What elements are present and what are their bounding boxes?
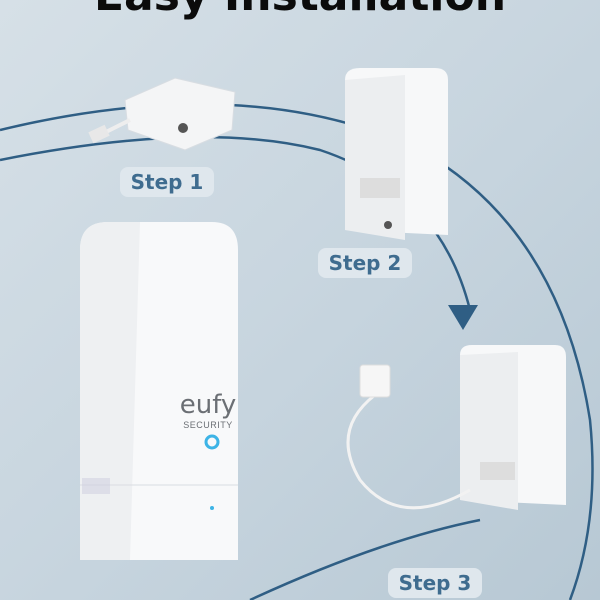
arc-line-bottom xyxy=(249,518,481,600)
page-title: Easy Installation xyxy=(0,0,600,21)
status-led xyxy=(204,434,220,450)
hub-brand-sub: SECURITY xyxy=(183,420,233,430)
step3-device xyxy=(346,345,566,510)
arc-line-inner xyxy=(0,135,472,311)
step-3-label: Step 3 xyxy=(388,568,482,598)
step1-device xyxy=(88,77,236,151)
step-2-label: Step 2 xyxy=(318,248,412,278)
homebase-hub xyxy=(80,222,238,560)
arrow-icon xyxy=(448,305,478,330)
hub-brand-logo: eufy xyxy=(179,390,237,420)
step2-device xyxy=(345,68,448,240)
step-1-label: Step 1 xyxy=(120,167,214,197)
